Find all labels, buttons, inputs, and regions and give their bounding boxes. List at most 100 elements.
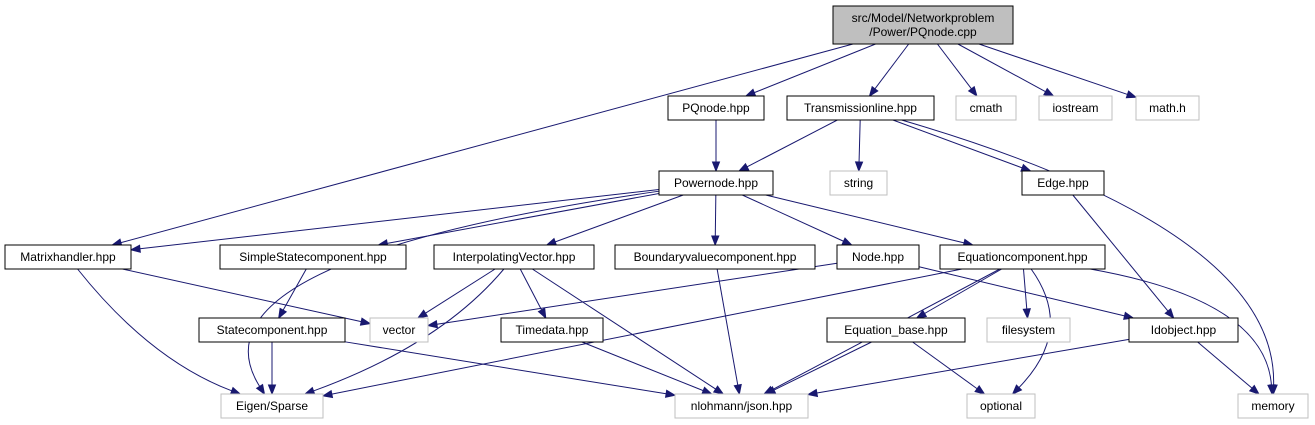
edge-arrowhead-filesystem xyxy=(1022,308,1031,320)
edge-equationcomp-to-eigen xyxy=(331,268,963,395)
edge-transmissionline-to-memory xyxy=(901,119,1275,386)
node-json: nlohmann/json.hpp xyxy=(674,393,809,419)
node-label-memory: memory xyxy=(1251,399,1294,413)
edge-eqbase-to-json xyxy=(773,341,872,391)
node-pqnode[interactable]: PQnode.hpp xyxy=(667,95,765,121)
edge-root-to-cmath xyxy=(937,43,972,90)
node-label-filesystem: filesystem xyxy=(1002,323,1055,337)
node-box-string xyxy=(829,170,888,196)
edge-arrowhead-statecomp xyxy=(278,307,288,320)
node-box-idobject xyxy=(1128,317,1239,343)
edge-arrowhead-eigen xyxy=(229,386,242,395)
edge-arrowhead-pqnode xyxy=(744,88,757,97)
node-label-statecomp: Statecomponent.hpp xyxy=(217,323,328,337)
node-box-filesystem xyxy=(986,317,1071,343)
edge-arrowhead-timedata xyxy=(537,307,547,320)
node-simplestate[interactable]: SimpleStatecomponent.hpp xyxy=(219,244,407,270)
node-box-interpolating xyxy=(433,244,595,270)
node-box-node xyxy=(836,244,920,270)
edge-arrowhead-json xyxy=(701,386,713,395)
edge-arrowhead-boundary xyxy=(711,235,720,247)
node-label-powernode: Powernode.hpp xyxy=(674,176,758,190)
edge-equationcomp-to-filesystem xyxy=(1022,268,1028,310)
node-filesystem: filesystem xyxy=(986,317,1071,343)
node-label-eqbase: Equation_base.hpp xyxy=(844,323,948,337)
edge-powernode-to-node xyxy=(742,194,844,242)
edge-powernode-to-interpolating xyxy=(555,194,684,243)
node-box-simplestate xyxy=(219,244,407,270)
node-box-eqbase xyxy=(826,317,966,343)
node-label-mathh: math.h xyxy=(1149,101,1186,115)
edges-layer xyxy=(77,43,1278,399)
node-cmath: cmath xyxy=(955,95,1017,121)
edge-edge-to-idobject xyxy=(1072,194,1169,312)
edge-idobject-to-memory xyxy=(1197,341,1253,389)
node-powernode[interactable]: Powernode.hpp xyxy=(658,170,774,196)
node-label-root: /Power/PQnode.cpp xyxy=(869,25,977,39)
node-box-equationcomp xyxy=(939,244,1106,270)
node-mathh: math.h xyxy=(1135,95,1200,121)
edge-simplestate-to-statecomp xyxy=(282,268,307,311)
node-label-iostream: iostream xyxy=(1052,101,1098,115)
node-label-string: string xyxy=(844,176,873,190)
node-label-root: src/Model/Networkproblem xyxy=(852,11,995,25)
node-interpolating[interactable]: InterpolatingVector.hpp xyxy=(433,244,595,270)
node-eigen: Eigen/Sparse xyxy=(220,393,324,419)
edge-arrowhead-eigen xyxy=(303,386,316,395)
edge-statecomp-to-json xyxy=(344,341,667,395)
node-edge[interactable]: Edge.hpp xyxy=(1021,170,1105,196)
node-transmissionline[interactable]: Transmissionline.hpp xyxy=(786,95,935,121)
edge-arrowhead-vector xyxy=(359,317,372,326)
node-label-pqnode: PQnode.hpp xyxy=(682,101,750,115)
edge-interpolating-to-vector xyxy=(425,268,496,314)
node-idobject[interactable]: Idobject.hpp xyxy=(1128,317,1239,343)
edge-idobject-to-json xyxy=(816,338,1130,394)
node-label-edge: Edge.hpp xyxy=(1037,176,1089,190)
node-box-vector xyxy=(369,317,429,343)
node-box-optional xyxy=(966,393,1036,419)
edge-powernode-to-boundary xyxy=(714,194,717,237)
edge-transmissionline-to-edge xyxy=(892,119,1023,169)
node-box-powernode xyxy=(658,170,774,196)
node-label-interpolating: InterpolatingVector.hpp xyxy=(453,250,576,264)
edge-interpolating-to-timedata xyxy=(519,268,543,311)
edge-arrowhead-json xyxy=(733,383,742,396)
node-node[interactable]: Node.hpp xyxy=(836,244,920,270)
edge-matrixhandler-to-vector xyxy=(122,268,362,323)
node-label-transmissionline: Transmissionline.hpp xyxy=(804,101,917,115)
edge-transmissionline-to-string xyxy=(858,119,861,163)
node-label-equationcomp: Equationcomponent.hpp xyxy=(957,250,1087,264)
edge-arrowhead-eigen xyxy=(321,389,334,399)
node-root: src/Model/Networkproblem/Power/PQnode.cp… xyxy=(832,5,1014,45)
edge-arrowhead-optional xyxy=(1011,384,1023,395)
node-box-cmath xyxy=(955,95,1017,121)
edge-arrowhead-vector xyxy=(426,319,439,329)
node-box-edge xyxy=(1021,170,1105,196)
node-label-eigen: Eigen/Sparse xyxy=(236,399,308,413)
edge-arrowhead-json xyxy=(712,385,725,395)
node-box-pqnode xyxy=(667,95,765,121)
node-eqbase[interactable]: Equation_base.hpp xyxy=(826,317,966,343)
edge-arrowhead-eigen xyxy=(255,383,266,396)
node-matrixhandler[interactable]: Matrixhandler.hpp xyxy=(4,244,132,270)
edge-arrowhead-node xyxy=(841,237,853,246)
edge-arrowhead-memory xyxy=(1267,384,1276,396)
node-label-json: nlohmann/json.hpp xyxy=(691,399,793,413)
edge-arrowhead-mathh xyxy=(1125,90,1138,99)
node-label-vector: vector xyxy=(383,323,416,337)
node-label-boundary: Boundaryvaluecomponent.hpp xyxy=(634,250,797,264)
edge-arrowhead-iostream xyxy=(1043,87,1055,97)
edge-equationcomp-to-eqbase xyxy=(924,268,1002,314)
edge-root-to-matrixhandler xyxy=(120,43,854,244)
node-label-node: Node.hpp xyxy=(852,250,904,264)
node-string: string xyxy=(829,170,888,196)
edge-root-to-iostream xyxy=(957,43,1046,93)
node-equationcomp[interactable]: Equationcomponent.hpp xyxy=(939,244,1106,270)
node-timedata[interactable]: Timedata.hpp xyxy=(500,317,604,343)
edge-node-to-vector xyxy=(436,262,838,325)
node-boundary[interactable]: Boundaryvaluecomponent.hpp xyxy=(614,244,816,270)
node-iostream: iostream xyxy=(1038,95,1113,121)
node-statecomp[interactable]: Statecomponent.hpp xyxy=(198,317,346,343)
edge-equationcomp-to-memory xyxy=(1090,268,1272,386)
